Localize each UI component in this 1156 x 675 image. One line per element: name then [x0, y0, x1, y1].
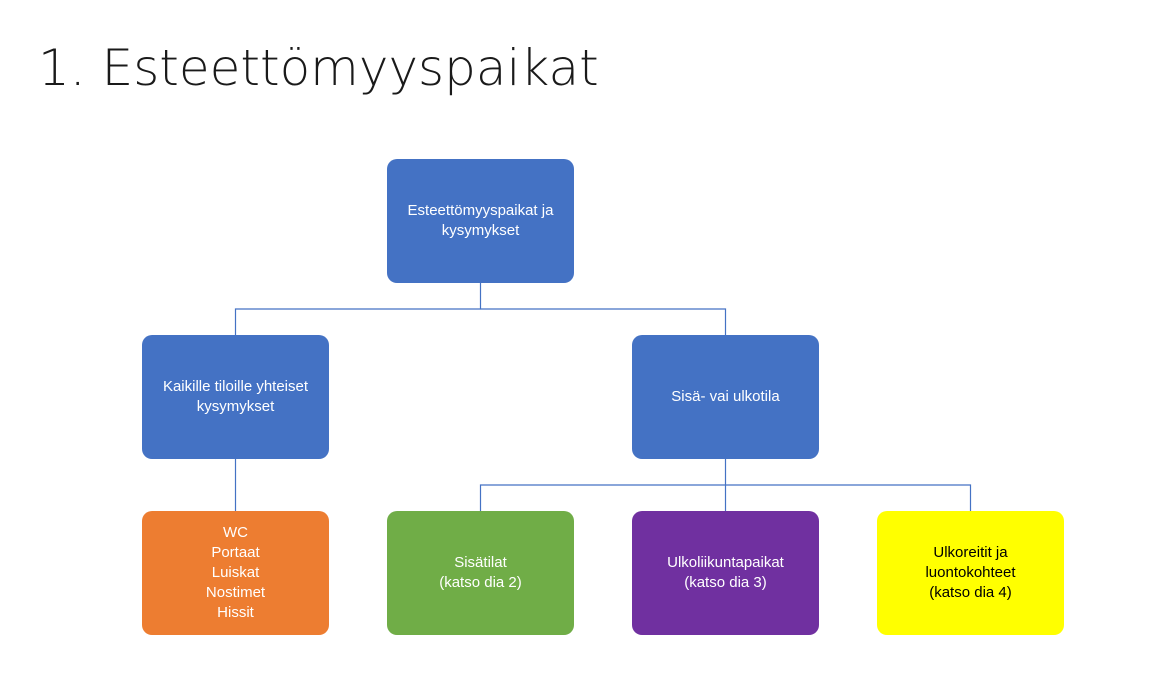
node-indoor-spaces: Sisätilat (katso dia 2)	[387, 511, 574, 635]
node-label: Kaikille tiloille yhteiset kysymykset	[162, 378, 309, 415]
node-label: Esteettömyyspaikat ja kysymykset	[407, 202, 554, 239]
node-indoor-or-outdoor: Sisä- vai ulkotila	[632, 335, 819, 459]
node-label: Sisä- vai ulkotila	[671, 388, 780, 405]
node-common-questions: Kaikille tiloille yhteiset kysymykset	[142, 335, 329, 459]
connector-root-common	[234, 283, 482, 335]
node-label: Ulkoliikuntapaikat (katso dia 3)	[667, 554, 784, 591]
connector-inout-indoor	[479, 459, 727, 511]
connector-root-inout	[480, 308, 727, 335]
connector-inout-trails	[725, 484, 972, 511]
node-accessibility-places: Esteettömyyspaikat ja kysymykset	[387, 159, 574, 283]
node-outdoor-sports: Ulkoliikuntapaikat (katso dia 3)	[632, 511, 819, 635]
node-label: Ulkoreitit ja luontokohteet (katso dia 4…	[925, 544, 1016, 601]
node-outdoor-trails: Ulkoreitit ja luontokohteet (katso dia 4…	[877, 511, 1064, 635]
node-label: WC Portaat Luiskat Nostimet Hissit	[205, 524, 266, 621]
node-facility-list: WC Portaat Luiskat Nostimet Hissit	[142, 511, 329, 635]
node-label: Sisätilat (katso dia 2)	[439, 554, 522, 591]
page-title: 1. Esteettömyyspaikat	[38, 39, 599, 97]
